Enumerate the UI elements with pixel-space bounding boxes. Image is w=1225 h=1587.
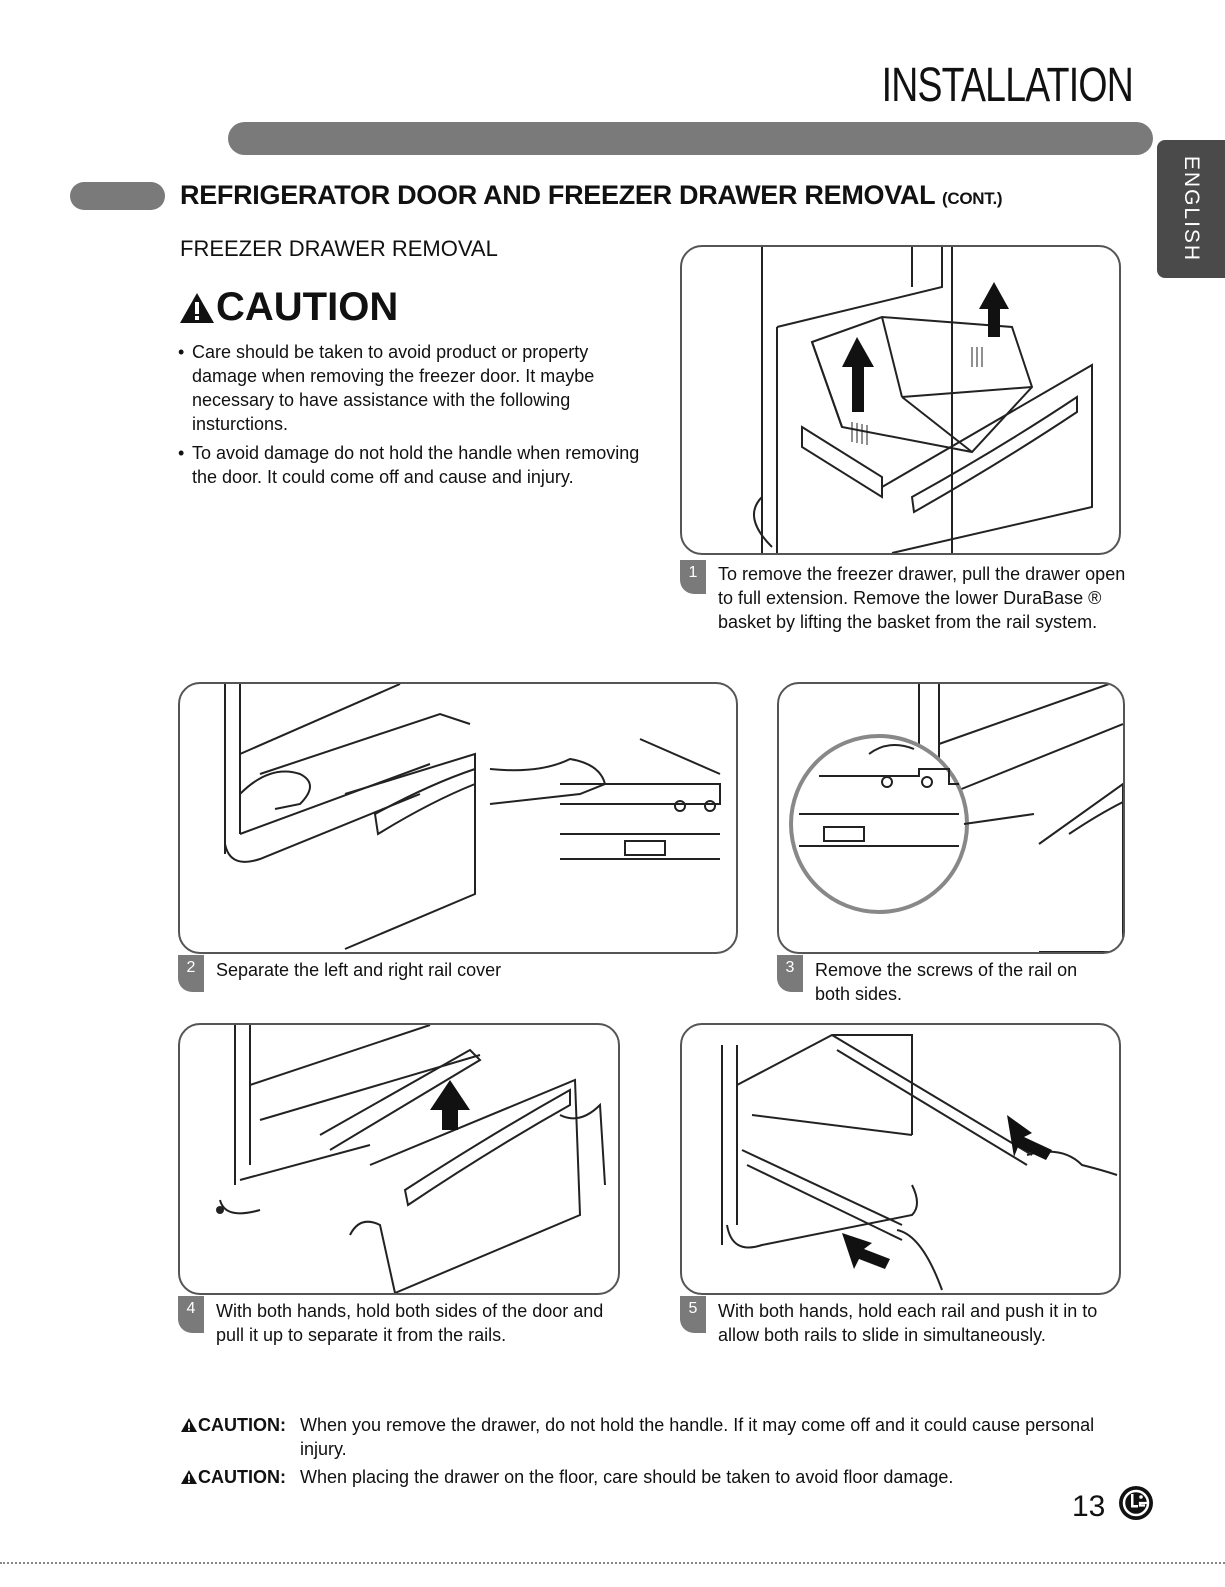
step-2-illustration	[178, 682, 738, 954]
bottom-caution-text: When placing the drawer on the floor, ca…	[300, 1467, 954, 1487]
subsection-title: FREEZER DRAWER REMOVAL	[180, 236, 498, 261]
step-2-text: Separate the left and right rail cover	[216, 960, 502, 980]
step-1-text: To remove the freezer drawer, pull the d…	[718, 564, 1126, 632]
bottom-caution-label: CAUTION:	[198, 1467, 286, 1487]
page-bottom-rule	[0, 1562, 1225, 1564]
caution-item: Care should be taken to avoid product or…	[178, 340, 658, 436]
language-tab	[1157, 140, 1225, 278]
up-arrow-icon	[430, 1080, 470, 1130]
step-1-illustration	[680, 245, 1121, 555]
warning-icon	[180, 292, 214, 323]
magnifier-icon	[789, 734, 969, 914]
caution-heading: CAUTION	[178, 285, 398, 330]
step-4-text: With both hands, hold both sides of the …	[216, 1301, 604, 1345]
bottom-caution-text: When you remove the drawer, do not hold …	[300, 1415, 1095, 1459]
language-tab-label: ENGLISH	[1180, 155, 1204, 263]
step-3-text: Remove the screws of the rail on both si…	[815, 960, 1078, 1004]
language-tab-label-wrap: ENGLISH	[1157, 140, 1225, 278]
drawer-basket-illustration	[753, 247, 1093, 553]
push-arrow-icon	[1007, 1115, 1052, 1160]
step-3-number: 3	[777, 955, 803, 992]
bottom-caution-2: CAUTION: When placing the drawer on the …	[180, 1465, 1110, 1489]
door-lift-illustration	[216, 1025, 606, 1293]
section-title-text: REFRIGERATOR DOOR AND FREEZER DRAWER REM…	[180, 180, 935, 210]
step-4-number: 4	[178, 1296, 204, 1333]
caution-list: Care should be taken to avoid product or…	[178, 340, 658, 494]
bottom-caution-label: CAUTION:	[198, 1415, 286, 1435]
caution-heading-text: CAUTION	[216, 285, 399, 329]
section-title: REFRIGERATOR DOOR AND FREEZER DRAWER REM…	[180, 180, 1003, 211]
page-header-title: INSTALLATION	[881, 59, 1134, 112]
step-3-illustration	[777, 682, 1125, 954]
rail-screw-illustration	[789, 684, 1123, 952]
warning-icon	[181, 1417, 197, 1433]
page-number: 13	[1072, 1490, 1106, 1523]
section-marker	[70, 182, 165, 210]
rail-push-illustration	[721, 1034, 1118, 1291]
step-1-number: 1	[680, 560, 706, 594]
push-arrow-icon	[842, 1233, 890, 1269]
rail-cover-illustration	[224, 684, 721, 950]
step-5-text: With both hands, hold each rail and push…	[718, 1301, 1098, 1345]
step-4-illustration	[178, 1023, 620, 1295]
section-title-suffix: (CONT.)	[942, 189, 1003, 208]
bottom-caution-1: CAUTION: When you remove the drawer, do …	[180, 1413, 1110, 1461]
lg-logo-icon	[1119, 1486, 1153, 1520]
step-5-illustration	[680, 1023, 1121, 1295]
caution-item: To avoid damage do not hold the handle w…	[178, 441, 658, 489]
warning-icon	[181, 1469, 197, 1485]
header-bar	[228, 122, 1153, 155]
step-5-number: 5	[680, 1296, 706, 1333]
step-2-number: 2	[178, 955, 204, 992]
